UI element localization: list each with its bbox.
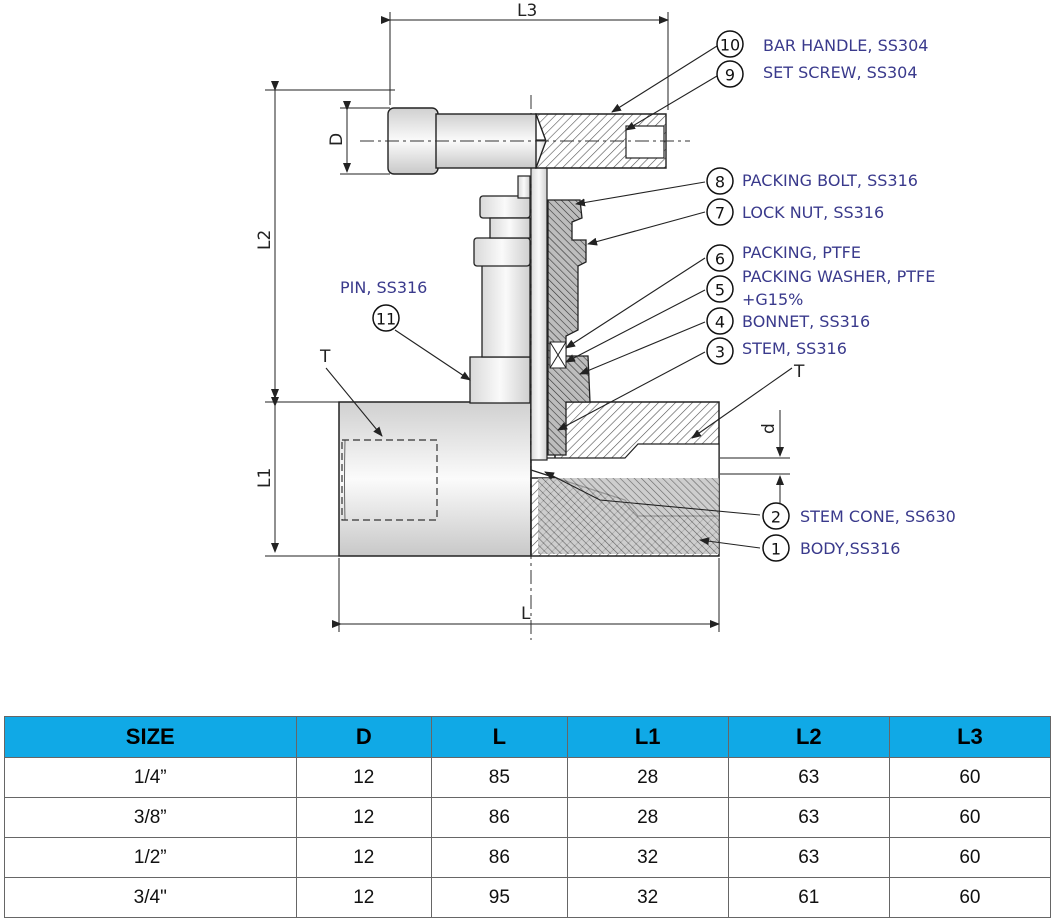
callout-2: 2 STEM CONE, SS630	[762, 502, 956, 530]
dim-label-l: L	[521, 604, 531, 624]
table-header-row: SIZE D L L1 L2 L3	[4, 716, 1052, 758]
dimensions-table: SIZE D L L1 L2 L3 1/4” 12 85 28 63 60 3/…	[4, 716, 1052, 918]
cell-l2: 63	[727, 757, 890, 798]
callout-number: 4	[715, 313, 725, 332]
callout-label-continued: +G15%	[742, 290, 803, 309]
callout-10: 10 BAR HANDLE, SS304	[716, 30, 928, 58]
callout-label: BONNET, SS316	[742, 312, 870, 331]
dim-label-l2: L2	[255, 230, 275, 250]
callout-number: 3	[715, 343, 725, 362]
callout-8: 8 PACKING BOLT, SS316	[706, 167, 918, 195]
callout-number: 10	[720, 36, 740, 55]
callout-label: PIN, SS316	[340, 278, 427, 297]
cell-d: 12	[295, 797, 433, 838]
callout-number: 2	[771, 508, 781, 527]
callout-6: 6 PACKING, PTFE	[706, 243, 861, 272]
table-row: 1/2” 12 86 32 63 60	[4, 837, 1052, 878]
cell-l1: 28	[566, 797, 729, 838]
callout-9: 9 SET SCREW, SS304	[716, 60, 918, 88]
cell-l2: 63	[727, 797, 890, 838]
cell-l: 85	[431, 757, 568, 798]
column-header-d: D	[295, 716, 433, 758]
table-row: 3/8” 12 86 28 63 60	[4, 797, 1052, 838]
cell-l2: 63	[727, 837, 890, 878]
callout-4: 4 BONNET, SS316	[706, 307, 870, 335]
cell-l3: 60	[888, 877, 1052, 918]
callout-label: SET SCREW, SS304	[763, 63, 918, 82]
cell-l3: 60	[888, 797, 1052, 838]
cell-l1: 28	[566, 757, 729, 798]
dim-label-t-right: T	[793, 362, 805, 382]
valve-drawing: L3 L2 L1 L D d T T 10 BAR HANDLE, SS304 …	[255, 1, 956, 640]
callout-label: PACKING, PTFE	[742, 243, 861, 262]
callout-1: 1 BODY,SS316	[762, 534, 900, 562]
dim-label-l1: L1	[255, 468, 275, 488]
cell-l3: 60	[888, 757, 1052, 798]
table-row: 1/4” 12 85 28 63 60	[4, 757, 1052, 798]
callout-label: LOCK NUT, SS316	[742, 203, 884, 222]
callout-11: PIN, SS316 11	[340, 278, 427, 332]
bonnet-assembly	[469, 175, 591, 456]
column-header-l3: L3	[888, 716, 1052, 758]
callout-7: 7 LOCK NUT, SS316	[706, 198, 884, 226]
column-header-l2: L2	[727, 716, 890, 758]
cell-l3: 60	[888, 837, 1052, 878]
callout-label: STEM, SS316	[742, 339, 847, 358]
dim-label-l3: L3	[517, 1, 537, 21]
callout-label: PACKING WASHER, PTFE	[742, 267, 935, 286]
dim-label-d-upper: D	[327, 133, 347, 146]
cell-d: 12	[295, 837, 433, 878]
leader-lines	[325, 45, 793, 549]
cell-l1: 32	[566, 837, 729, 878]
callout-5: 5 PACKING WASHER, PTFE +G15%	[706, 267, 935, 309]
dim-label-t-left: T	[319, 347, 331, 367]
callout-label: STEM CONE, SS630	[800, 507, 956, 526]
cell-l: 86	[431, 837, 568, 878]
column-header-size: SIZE	[4, 716, 297, 758]
column-header-l: L	[431, 716, 568, 758]
dim-label-d-lower: d	[759, 423, 779, 434]
callout-number: 8	[715, 173, 725, 192]
cell-size: 3/8”	[4, 797, 297, 838]
column-header-l1: L1	[566, 716, 729, 758]
cell-d: 12	[295, 757, 433, 798]
stem	[530, 95, 548, 640]
cell-size: 1/4”	[4, 757, 297, 798]
callout-number: 5	[715, 281, 725, 300]
cell-l: 86	[431, 797, 568, 838]
dimension-lines	[265, 12, 790, 632]
callout-label: BAR HANDLE, SS304	[763, 36, 928, 55]
callout-label: BODY,SS316	[800, 539, 900, 558]
valve-body-section	[530, 401, 720, 557]
callout-label: PACKING BOLT, SS316	[742, 171, 918, 190]
callout-number: 9	[725, 66, 735, 85]
callout-number: 6	[715, 250, 725, 269]
callout-number: 1	[771, 540, 781, 559]
callout-3: 3 STEM, SS316	[706, 337, 847, 365]
callout-number: 11	[376, 310, 396, 329]
callout-number: 7	[715, 204, 725, 223]
bar-handle	[360, 107, 690, 175]
cell-size: 1/2”	[4, 837, 297, 878]
valve-body-left	[338, 401, 532, 557]
cell-d: 12	[295, 877, 433, 918]
cell-size: 3/4"	[4, 877, 297, 918]
